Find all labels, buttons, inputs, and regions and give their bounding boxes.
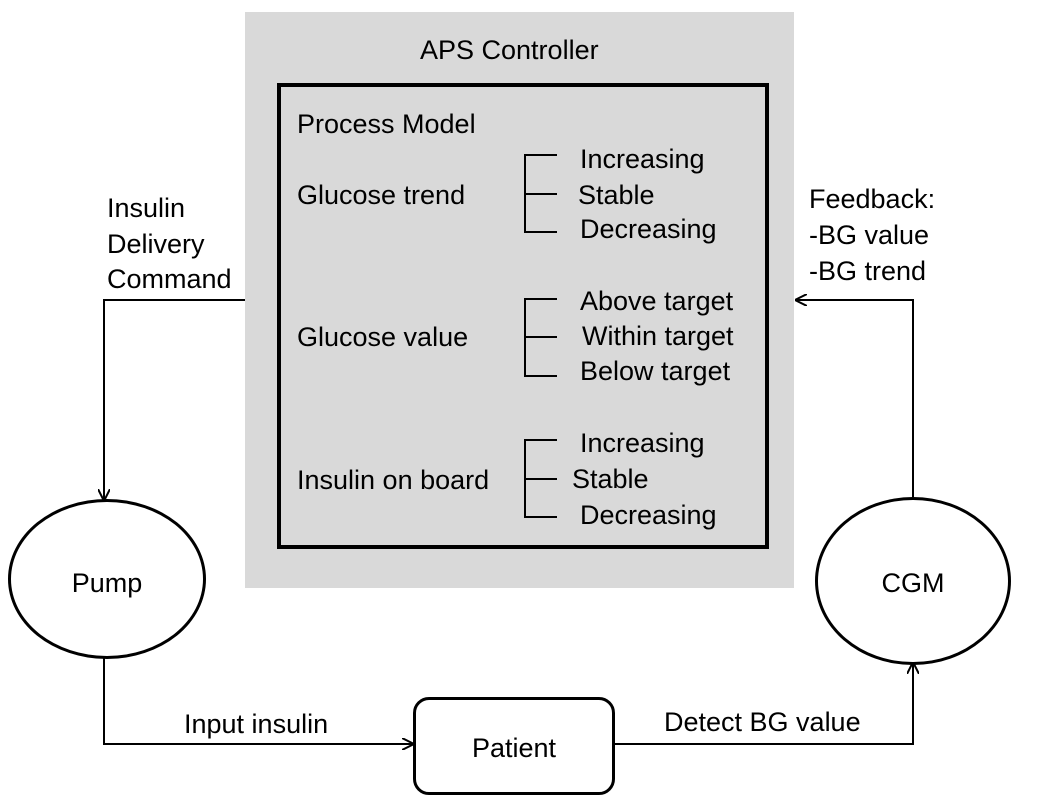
edge-label-input-insulin: Input insulin: [184, 709, 329, 739]
state-label: Stable: [578, 180, 655, 210]
state-label: Increasing: [580, 144, 705, 174]
arrow-pump-to-patient: [103, 656, 413, 744]
pump-node: Pump: [8, 499, 206, 659]
feedback-line: -BG trend: [809, 256, 927, 286]
state-label: Decreasing: [580, 214, 717, 244]
cgm-label: CGM: [881, 568, 945, 598]
control-action-line: Insulin: [107, 193, 186, 223]
state-label: Decreasing: [580, 500, 717, 530]
feedback-line: Feedback:: [809, 184, 936, 214]
variable-glucose-trend: Glucose trend: [297, 180, 466, 210]
patient-label: Patient: [471, 733, 557, 763]
patient-node: Patient: [413, 697, 615, 795]
state-label: Increasing: [580, 428, 705, 458]
controller-title: APS Controller: [420, 35, 599, 65]
arrow-controller-to-pump: [104, 299, 245, 500]
cgm-node: CGM: [815, 497, 1011, 665]
bracket-glucose-value: [524, 298, 557, 377]
process-model-box: [277, 83, 769, 549]
state-label: Within target: [582, 321, 734, 351]
control-action-line: Command: [107, 264, 232, 294]
arrow-patient-to-cgm: [615, 663, 913, 745]
variable-insulin-on-board: Insulin on board: [297, 465, 490, 495]
control-action-line: Delivery: [107, 229, 205, 259]
variable-glucose-value: Glucose value: [297, 322, 469, 352]
state-label: Below target: [580, 356, 731, 386]
state-label: Stable: [572, 464, 649, 494]
bracket-insulin-on-board: [524, 439, 557, 518]
arrow-cgm-to-controller: [796, 300, 914, 497]
pump-label: Pump: [71, 568, 143, 598]
feedback-line: -BG value: [809, 220, 930, 250]
aps-controller-block: [245, 12, 794, 588]
state-label: Above target: [580, 286, 734, 316]
edge-label-detect-bg: Detect BG value: [664, 707, 861, 737]
bracket-glucose-trend: [524, 154, 557, 233]
process-model-title: Process Model: [297, 109, 476, 139]
